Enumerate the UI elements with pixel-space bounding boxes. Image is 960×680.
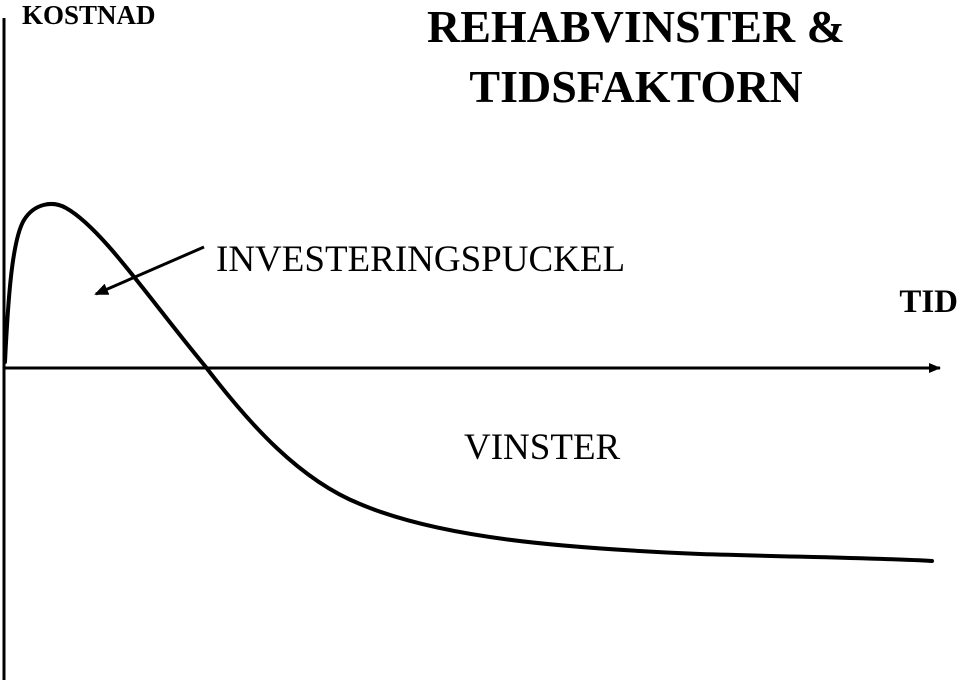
y-axis-label: KOSTNAD <box>22 0 156 30</box>
hump-pointer-arrow <box>94 245 205 296</box>
diagram-title-line1: REHABVINSTER & <box>427 1 845 52</box>
hump-label: INVESTERINGSPUCKEL <box>216 239 625 280</box>
gain-label: VINSTER <box>464 427 621 468</box>
cost-curve <box>3 202 934 563</box>
x-axis-label: TID <box>899 284 958 320</box>
diagram-title-line2: TIDSFAKTORN <box>469 61 802 112</box>
